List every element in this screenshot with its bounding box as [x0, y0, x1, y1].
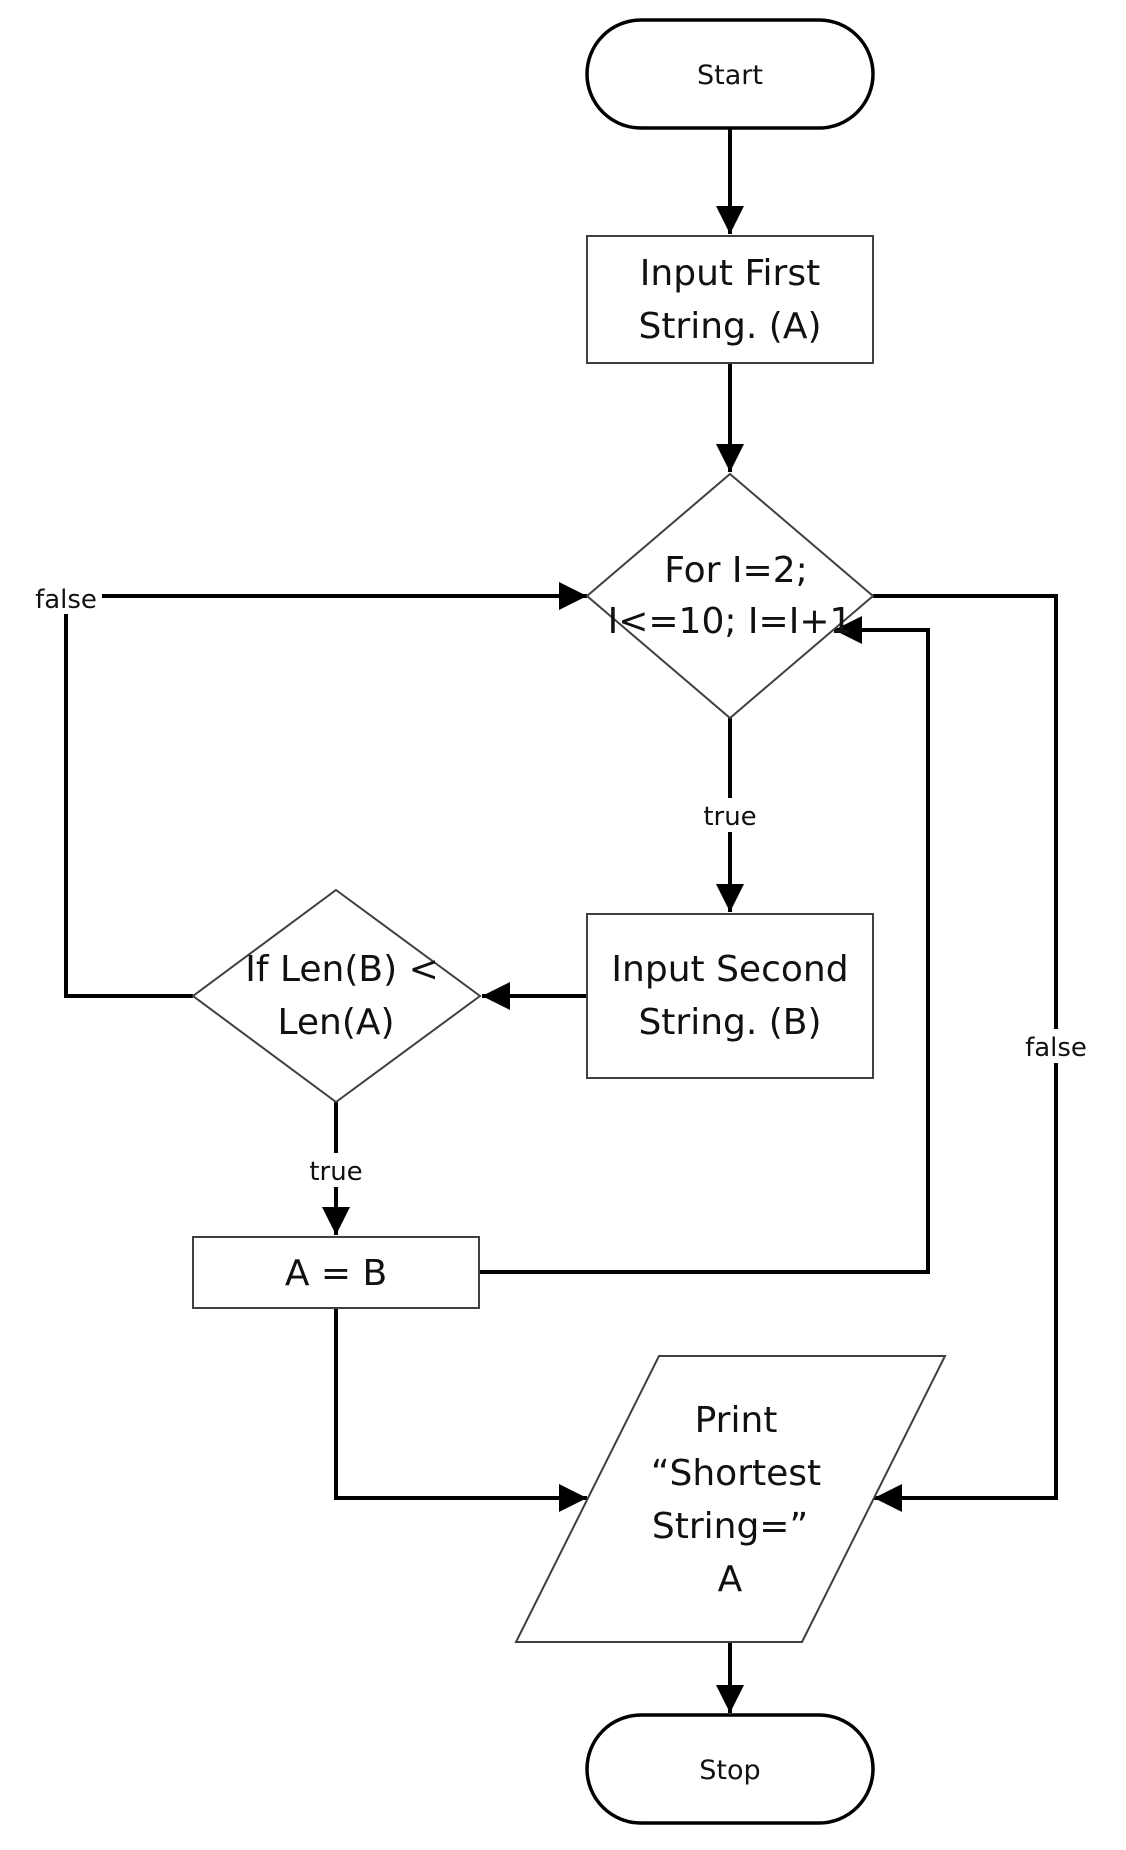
svg-text:false: false: [35, 585, 97, 615]
svg-text:Input First: Input First: [640, 253, 820, 294]
for-loop-decision: For I=2; I<=10; I=I+1: [585, 472, 875, 720]
svg-text:true: true: [703, 802, 756, 832]
label-for-true: true: [696, 798, 764, 832]
input-first-string-process: Input First String. (A): [586, 235, 874, 364]
label-if-false: false: [30, 582, 102, 615]
start-terminal: Start: [585, 18, 875, 130]
print-output-io: Print “Shortest String=” A: [514, 1355, 947, 1643]
svg-text:false: false: [1025, 1033, 1087, 1063]
svg-text:“Shortest: “Shortest: [651, 1453, 821, 1494]
input-second-string-process: Input Second String. (B): [586, 913, 874, 1079]
svg-text:true: true: [309, 1157, 362, 1187]
assign-a-equals-b-process: A = B: [192, 1236, 480, 1309]
svg-text:A = B: A = B: [285, 1253, 387, 1294]
svg-text:Stop: Stop: [699, 1755, 760, 1786]
svg-text:A: A: [718, 1559, 743, 1600]
svg-text:Print: Print: [695, 1400, 778, 1441]
svg-text:Input Second: Input Second: [611, 949, 848, 990]
svg-text:Len(A): Len(A): [277, 1002, 394, 1043]
svg-text:For I=2;: For I=2;: [664, 550, 808, 591]
edge-if-false-to-for: [64, 582, 587, 998]
svg-text:String. (B): String. (B): [638, 1002, 821, 1043]
svg-text:I<=10; I=I+1: I<=10; I=I+1: [608, 601, 853, 642]
svg-text:String=”: String=”: [652, 1506, 808, 1547]
svg-text:Start: Start: [697, 60, 763, 91]
edge-assign-to-print: [334, 1308, 587, 1512]
stop-terminal: Stop: [585, 1713, 875, 1825]
label-for-false: false: [1020, 1029, 1092, 1063]
label-if-true: true: [302, 1153, 370, 1187]
if-length-decision: If Len(B) < Len(A): [191, 888, 482, 1104]
edge-assign-to-for: [479, 616, 930, 1274]
svg-text:String. (A): String. (A): [638, 306, 821, 347]
svg-text:If Len(B) <: If Len(B) <: [245, 949, 439, 990]
